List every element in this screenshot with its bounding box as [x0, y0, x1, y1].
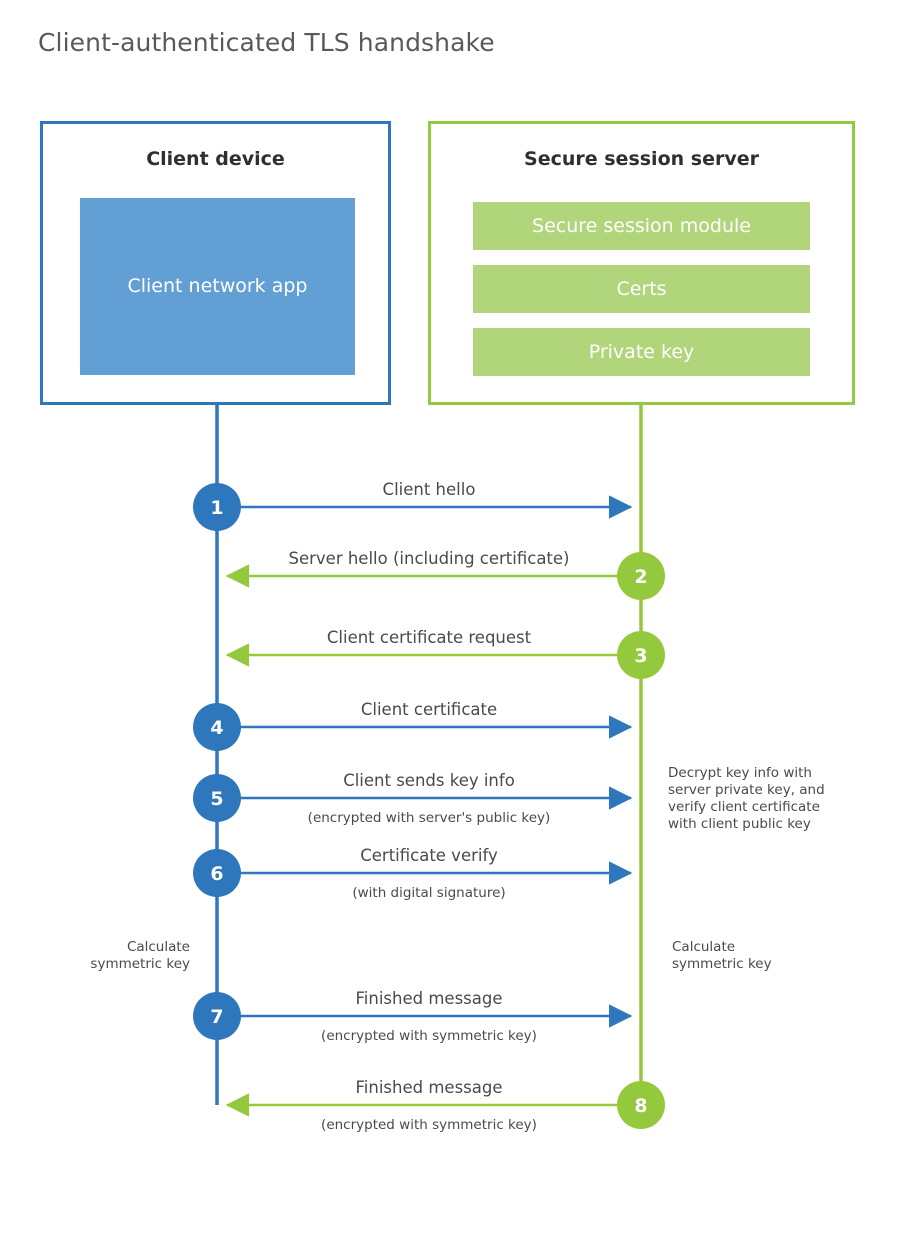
notes-group: Decrypt key info with server private key…: [90, 765, 824, 972]
server-module-certs: Certs: [473, 265, 810, 313]
message-label-2: Server hello (including certificate): [289, 549, 570, 568]
secure-session-server-title: Secure session server: [524, 148, 759, 170]
step-number-4: 4: [210, 717, 223, 739]
client-calculate-note-line-0: Calculate: [127, 939, 190, 955]
step-badge-3: [617, 631, 665, 679]
step-number-2: 2: [634, 566, 647, 588]
client-network-app-block: Client network app: [80, 198, 355, 375]
server-decrypt-note-line-2: verify client certificate: [668, 799, 820, 815]
step-number-7: 7: [210, 1006, 223, 1028]
server-decrypt-note-line-1: server private key, and: [668, 782, 825, 798]
step-badge-1: [193, 483, 241, 531]
client-device-box: Client device Client network app: [40, 121, 391, 405]
message-label-7: Finished message: [356, 989, 503, 1008]
step-number-1: 1: [210, 497, 223, 519]
step-badge-2: [617, 552, 665, 600]
message-label-3: Client certificate request: [327, 628, 532, 647]
step-badge-5: [193, 774, 241, 822]
step-number-3: 3: [634, 645, 647, 667]
message-label-1: Client hello: [383, 480, 476, 499]
step-badge-6: [193, 849, 241, 897]
client-calculate-note-line-1: symmetric key: [90, 956, 190, 972]
server-calculate-note-line-0: Calculate: [672, 939, 735, 955]
message-label-4: Client certificate: [361, 700, 497, 719]
client-device-title: Client device: [146, 148, 285, 170]
server-module-secure-session-module: Secure session module: [473, 202, 810, 250]
server-calculate-note-line-1: symmetric key: [672, 956, 772, 972]
server-module-private-key: Private key: [473, 328, 810, 376]
step-badge-7: [193, 992, 241, 1040]
secure-session-server-box: Secure session server Secure session mod…: [428, 121, 855, 405]
message-sublabel-6: (with digital signature): [352, 885, 505, 901]
step-number-8: 8: [634, 1095, 647, 1117]
page-title: Client-authenticated TLS handshake: [38, 28, 495, 57]
message-label-8: Finished message: [356, 1078, 503, 1097]
server-decrypt-note-line-3: with client public key: [668, 816, 811, 832]
message-label-5: Client sends key info: [343, 771, 515, 790]
server-decrypt-note-line-0: Decrypt key info with: [668, 765, 812, 781]
step-badge-4: [193, 703, 241, 751]
message-sublabel-8: (encrypted with symmetric key): [321, 1117, 537, 1133]
message-label-6: Certificate verify: [360, 846, 498, 865]
message-sublabel-5: (encrypted with server's public key): [308, 810, 551, 826]
step-number-6: 6: [210, 863, 223, 885]
step-badge-8: [617, 1081, 665, 1129]
message-sublabel-7: (encrypted with symmetric key): [321, 1028, 537, 1044]
step-number-5: 5: [210, 788, 223, 810]
